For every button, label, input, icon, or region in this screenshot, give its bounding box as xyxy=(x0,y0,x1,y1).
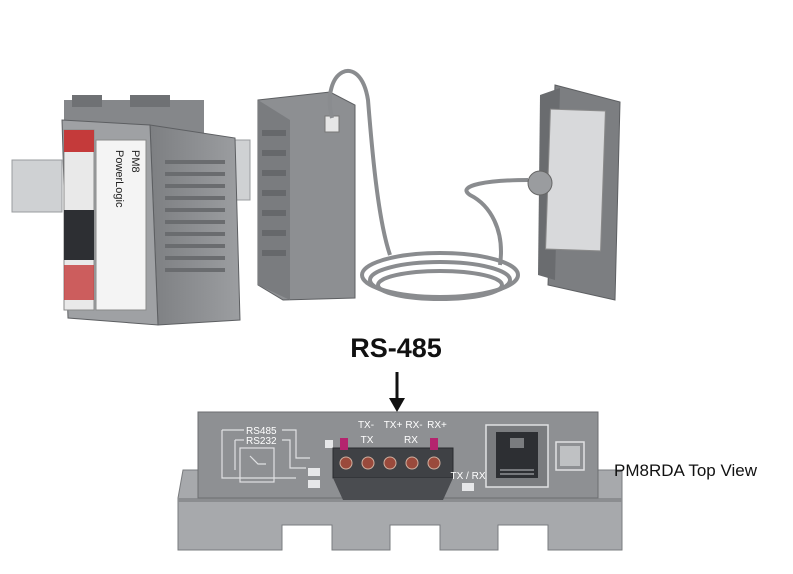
indicator-window xyxy=(560,446,580,466)
power-meter-unit: PowerLogic PM8 xyxy=(11,95,251,326)
status-led xyxy=(308,480,320,488)
txrx-led-label: TX / RX xyxy=(450,471,485,482)
pm8rda-module: RS485 RS232 TX- TX+ RX- RX+ TX RX TX / R… xyxy=(177,411,623,551)
txrx-led xyxy=(462,483,474,491)
tx-minus-label: TX- xyxy=(358,420,374,431)
tx-group-label: TX xyxy=(361,435,374,446)
rs232-switch-label: RS232 xyxy=(246,436,277,447)
rs485-label: RS-485 xyxy=(350,333,442,363)
display-adapter-unit xyxy=(257,91,356,301)
rs485-terminal-block xyxy=(325,438,454,500)
rx-group-label: RX xyxy=(404,435,418,446)
indicator-square xyxy=(555,441,585,471)
device-brand: PowerLogic xyxy=(113,150,125,208)
display-cable xyxy=(327,68,529,301)
rs485-switch-label: RS485 xyxy=(246,426,277,437)
status-led xyxy=(308,468,320,476)
rj-jack-port xyxy=(485,424,549,488)
tx-plus-label: TX+ xyxy=(384,420,403,431)
rx-minus-label: RX- xyxy=(405,420,422,431)
device-model: PM8 xyxy=(129,150,141,173)
remote-display-unit xyxy=(527,84,621,301)
down-arrow-icon xyxy=(389,372,405,412)
module-view-label: PM8RDA Top View xyxy=(614,461,758,480)
rx-plus-label: RX+ xyxy=(427,420,447,431)
